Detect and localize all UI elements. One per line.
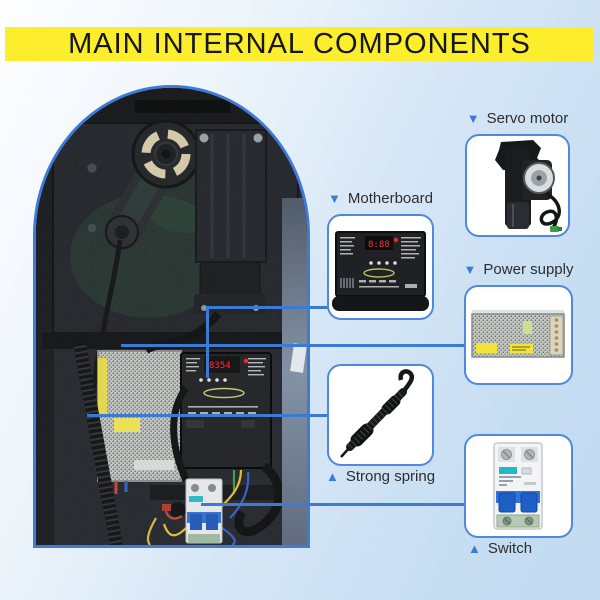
servo-motor-label: Servo motor bbox=[486, 109, 569, 127]
page-title: MAIN INTERNAL COMPONENTS bbox=[68, 27, 531, 60]
callout-box-switch bbox=[464, 434, 573, 538]
callout-label-strong-spring: ▲ Strong spring bbox=[325, 467, 436, 485]
callout-label-switch: ▲ Switch bbox=[468, 539, 573, 557]
svg-text:8:88: 8:88 bbox=[368, 240, 390, 250]
connector-line-motherboard bbox=[206, 306, 329, 309]
motherboard-photo: 8:88 bbox=[332, 231, 429, 311]
photo-grain bbox=[36, 88, 307, 545]
callout-box-servo-motor bbox=[465, 134, 570, 237]
triangle-down-icon: ▼ bbox=[466, 110, 480, 126]
switch-label: Switch bbox=[487, 539, 533, 557]
triangle-down-icon: ▼ bbox=[328, 190, 341, 206]
triangle-up-icon: ▲ bbox=[468, 540, 481, 556]
cabinet-photo-illustration: 8354 bbox=[36, 88, 307, 545]
callout-box-motherboard: 8:88 bbox=[327, 214, 434, 320]
callout-box-strong-spring bbox=[327, 364, 434, 466]
strong-spring-photo bbox=[340, 369, 415, 458]
connector-line-motherboard-vertical bbox=[206, 306, 209, 378]
connector-line-power-supply bbox=[121, 344, 466, 347]
power-supply-photo bbox=[471, 310, 565, 358]
main-cabinet-photo: 8354 bbox=[33, 85, 310, 548]
callout-label-power-supply: ▼ Power supply bbox=[463, 260, 574, 278]
power-supply-label: Power supply bbox=[483, 260, 574, 278]
connector-line-switch bbox=[201, 503, 466, 506]
servo-motor-photo bbox=[495, 140, 562, 232]
connector-line-strong-spring bbox=[87, 414, 329, 417]
triangle-up-icon: ▲ bbox=[325, 468, 339, 484]
callout-label-servo-motor: ▼ Servo motor bbox=[465, 109, 570, 127]
callout-label-motherboard: ▼ Motherboard bbox=[327, 189, 434, 207]
motherboard-label: Motherboard bbox=[347, 189, 433, 207]
triangle-down-icon: ▼ bbox=[463, 261, 477, 277]
strong-spring-label: Strong spring bbox=[345, 467, 436, 485]
switch-photo bbox=[493, 442, 543, 530]
title-banner: MAIN INTERNAL COMPONENTS bbox=[5, 27, 594, 61]
callout-box-power-supply bbox=[464, 285, 573, 385]
